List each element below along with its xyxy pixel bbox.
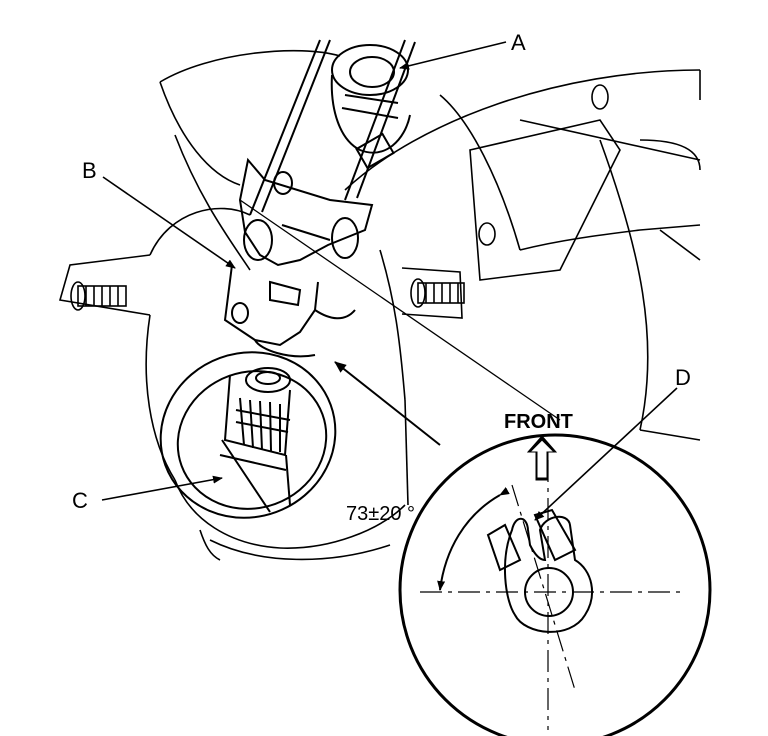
front-arrow-icon <box>526 435 558 481</box>
callout-a: A <box>511 30 526 55</box>
reference-line <box>239 199 561 421</box>
angle-arc <box>437 487 510 591</box>
leader-b <box>102 176 236 269</box>
leader-d <box>534 387 678 521</box>
steering-shaft <box>249 39 416 216</box>
right-mounting-bolt <box>410 278 465 308</box>
angle-label: 73±20 ° <box>346 503 415 525</box>
callout-d: D <box>675 365 691 390</box>
left-mounting-bolt <box>70 281 127 311</box>
detail-view: FRONT 73±20 ° <box>346 411 712 736</box>
pinion-shaft <box>159 351 337 519</box>
detail-arrow <box>334 361 441 446</box>
callout-c: C <box>72 488 88 513</box>
universal-joint <box>223 157 374 358</box>
front-label: FRONT <box>504 411 573 433</box>
gearbox-housing <box>58 49 701 561</box>
leader-a <box>399 41 507 70</box>
leader-c <box>101 475 223 501</box>
callout-b: B <box>82 158 97 183</box>
